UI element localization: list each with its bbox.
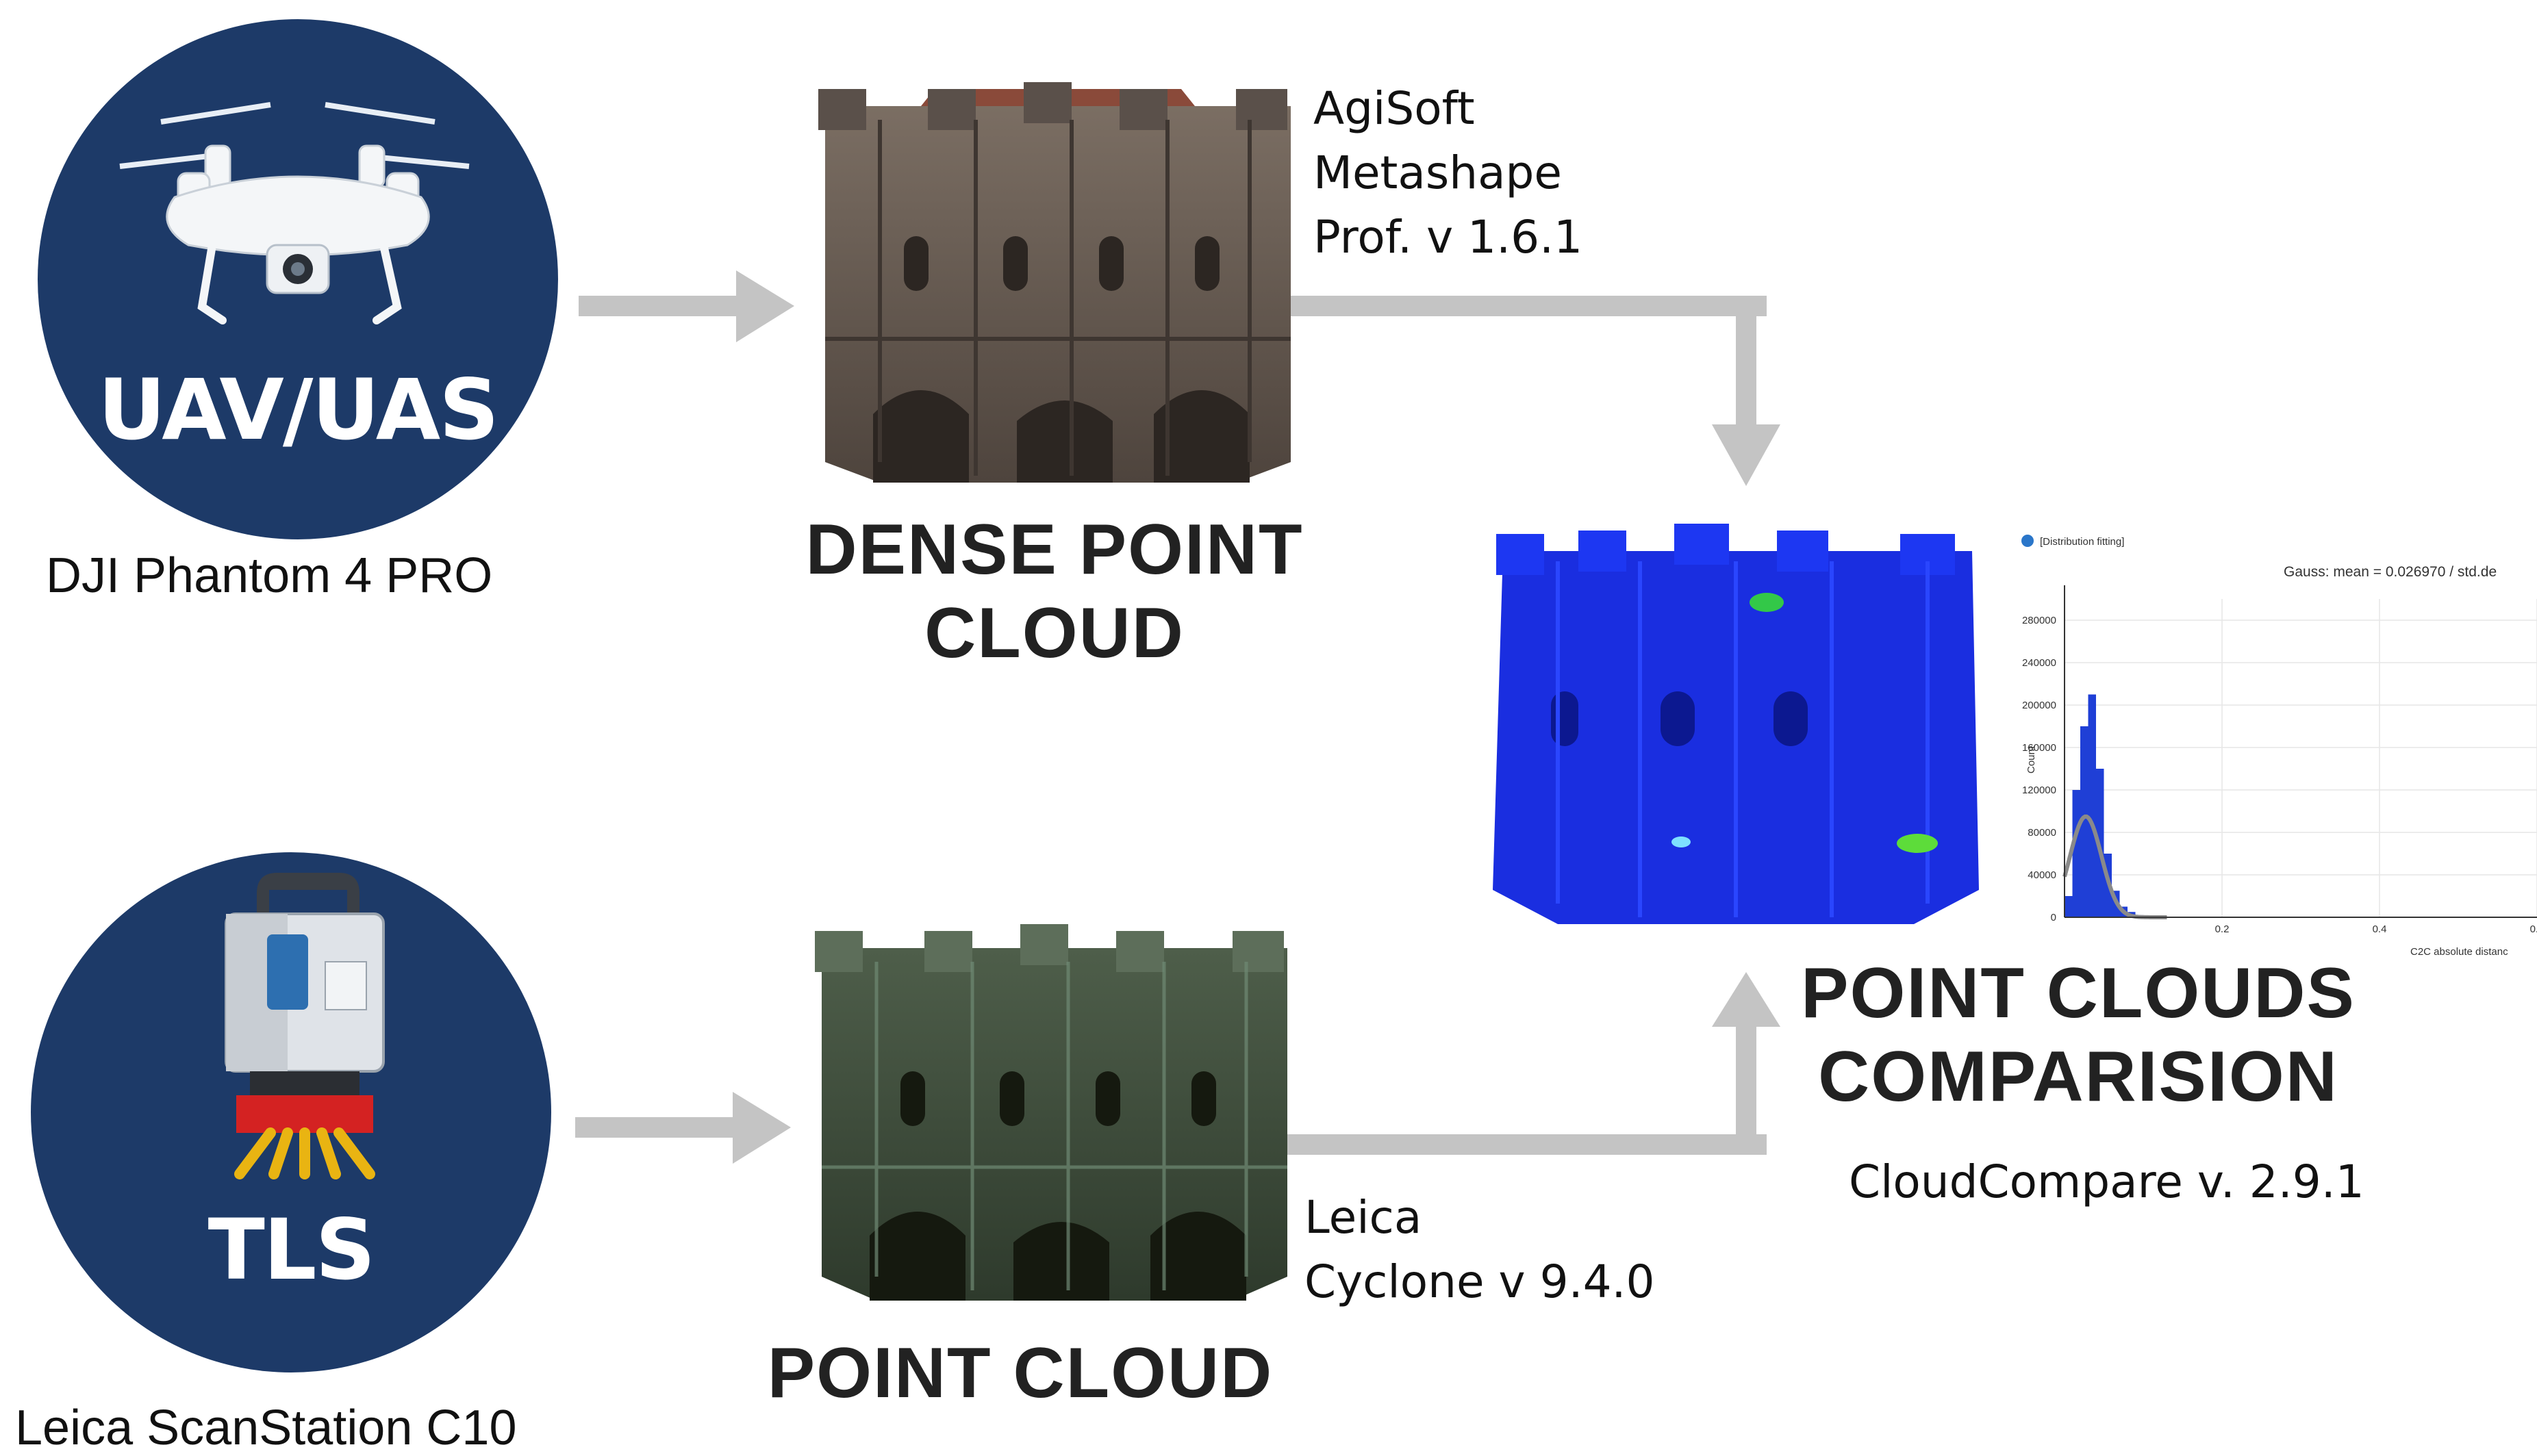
y-tick-label: 0 <box>2051 912 2056 923</box>
dense-software-line3: Prof. v 1.6.1 <box>1313 211 1583 264</box>
uav-circle: UAV/UAS <box>38 19 558 539</box>
histogram-bar <box>2065 896 2073 917</box>
dense-software-line1: AgiSoft <box>1313 82 1475 135</box>
tls-label: TLS <box>207 1201 376 1299</box>
histogram-bar <box>2088 694 2096 917</box>
tls-cloud-software: Leica Cyclone v 9.4.0 <box>1304 1186 1655 1314</box>
uav-label: UAV/UAS <box>97 361 499 459</box>
dense-point-cloud-image <box>818 82 1291 483</box>
tls-circle: TLS <box>31 852 551 1372</box>
drone-icon <box>119 102 470 324</box>
comparison-cloud-image <box>1493 524 1979 924</box>
comparison-title: POINT CLOUDS COMPARISION <box>1777 951 2380 1119</box>
tls-cloud-title: POINT CLOUD <box>767 1333 1274 1413</box>
x-tick-label: 0.6 <box>2530 923 2537 935</box>
uav-device-caption: DJI Phantom 4 PRO <box>46 548 493 603</box>
y-tick-label: 160000 <box>2022 742 2056 754</box>
comparison-software: CloudCompare v. 2.9.1 <box>1849 1155 2364 1208</box>
comparison-title-line1: POINT CLOUDS <box>1801 954 2356 1033</box>
y-tick-label: 240000 <box>2022 657 2056 669</box>
histogram-fit-label: Gauss: mean = 0.026970 / std.de <box>2284 564 2497 580</box>
histogram-xlabel: C2C absolute distanc <box>2410 946 2508 958</box>
dense-cloud-title-line1: DENSE POINT <box>805 510 1304 589</box>
y-tick-label: 40000 <box>2028 869 2056 881</box>
comparison-title-line2: COMPARISION <box>1818 1037 2338 1116</box>
x-tick-label: 0.4 <box>2373 923 2387 935</box>
histogram-bar <box>2080 726 2088 917</box>
tls-device-caption: Leica ScanStation C10 <box>15 1401 517 1455</box>
dense-cloud-software: AgiSoft Metashape Prof. v 1.6.1 <box>1313 77 1582 270</box>
histogram-window-title: [Distribution fitting] <box>2040 536 2124 548</box>
y-tick-label: 200000 <box>2022 700 2056 711</box>
y-tick-label: 280000 <box>2022 615 2056 626</box>
tls-software-line2: Cyclone v 9.4.0 <box>1304 1255 1655 1308</box>
cloudcompare-logo-icon <box>2021 535 2034 547</box>
dense-cloud-title-line2: CLOUD <box>924 593 1185 673</box>
dense-cloud-title: DENSE POINT CLOUD <box>787 508 1322 675</box>
arrow-dense-to-comparison <box>1287 296 1780 486</box>
x-tick-label: 0.2 <box>2215 923 2230 935</box>
arrow-tls-to-cloud <box>575 1092 791 1164</box>
laser-scanner-icon <box>225 873 385 1179</box>
distribution-histogram: [Distribution fitting] Gauss: mean = 0.0… <box>2010 527 2537 972</box>
histogram-ylabel: Count <box>2025 745 2037 774</box>
tls-software-line1: Leica <box>1304 1191 1422 1244</box>
histogram-bar <box>2072 790 2080 917</box>
y-tick-label: 120000 <box>2022 784 2056 796</box>
tls-point-cloud-image <box>815 924 1287 1301</box>
arrow-uav-to-dense <box>579 270 794 342</box>
dense-software-line2: Metashape <box>1313 146 1563 199</box>
y-tick-label: 80000 <box>2028 827 2056 839</box>
arrow-cloud-to-comparison <box>1287 972 1780 1155</box>
